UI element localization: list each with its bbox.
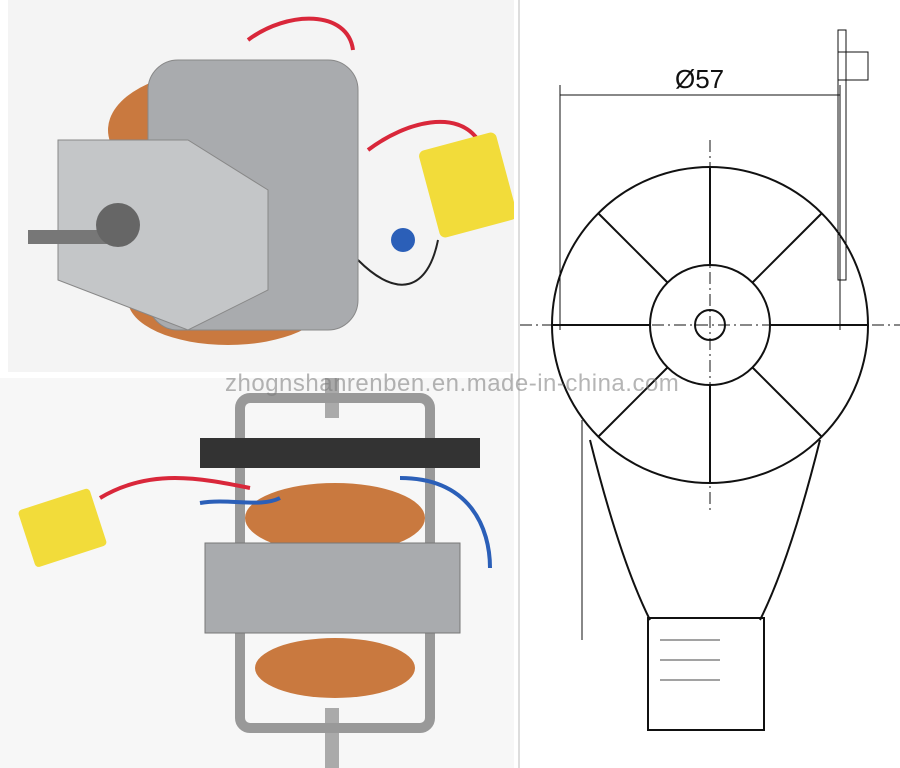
watermark: zhognshanrenben.en.made-in-china.com (225, 370, 680, 397)
diameter-label: Ø57 (675, 64, 725, 94)
motor-photo-front-view (0, 378, 514, 768)
motor-photo-side-view (8, 0, 517, 372)
technical-drawing (518, 0, 900, 768)
motor-side-illustration (28, 16, 517, 345)
fan-drawing (520, 29, 900, 731)
motor-front-illustration (18, 378, 492, 768)
